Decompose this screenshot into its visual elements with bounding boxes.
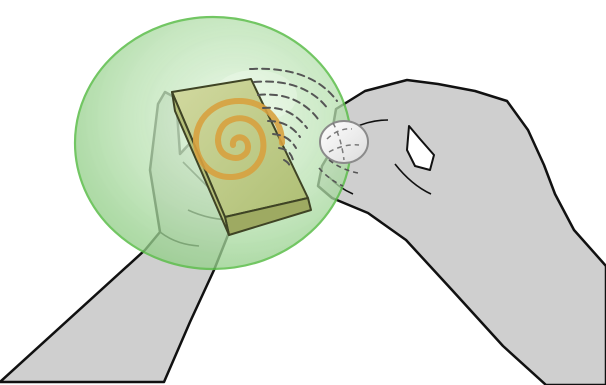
signal-waves-icon (249, 67, 338, 170)
right-hand-icon (316, 78, 606, 385)
spiral-icon (192, 98, 285, 180)
finger-overlap-lines (318, 159, 359, 187)
coin-icon (319, 120, 369, 164)
